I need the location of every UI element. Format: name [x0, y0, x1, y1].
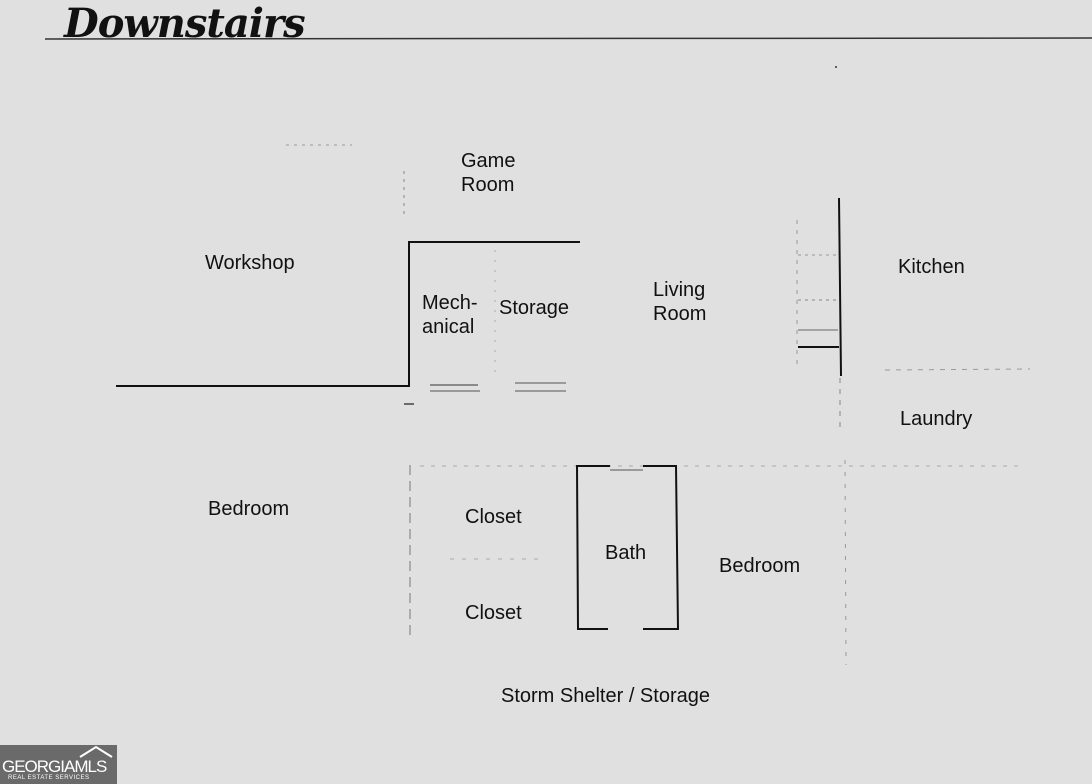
page-title: Downstairs — [64, 0, 306, 47]
house-roof-icon — [79, 745, 113, 758]
logo-tagline: REAL ESTATE SERVICES — [8, 775, 90, 781]
room-label-closet-bottom: Closet — [465, 602, 522, 624]
room-label-bedroom-left: Bedroom — [208, 498, 290, 520]
header-rule — [44, 37, 1092, 40]
wall-workshop-mechanical — [116, 241, 580, 387]
room-label-game-room: Game Room — [461, 150, 516, 196]
room-label-living-room: Living Room — [653, 279, 707, 325]
room-label-closet-top: Closet — [465, 506, 522, 528]
wall-kitchen — [838, 197, 842, 377]
wall-bath-left — [575, 465, 610, 630]
speck — [835, 66, 837, 68]
room-label-storm-shelter: Storm Shelter / Storage — [501, 685, 710, 707]
room-label-kitchen: Kitchen — [898, 256, 965, 278]
georgia-mls-logo: GEORGIAMLS REAL ESTATE SERVICES — [0, 745, 117, 784]
room-label-mechanical: Mech- anical — [422, 292, 478, 338]
room-label-workshop: Workshop — [205, 252, 295, 274]
room-label-bedroom-right: Bedroom — [719, 555, 801, 577]
wall-bedroom-right — [844, 459, 847, 666]
logo-brand-text: GEORGIAMLS — [2, 757, 107, 776]
room-label-laundry: Laundry — [900, 408, 973, 430]
faint-wall-laundry — [884, 368, 1031, 371]
room-label-bath: Bath — [605, 542, 647, 564]
room-label-storage: Storage — [499, 297, 570, 319]
wall-bath-right — [643, 465, 680, 630]
